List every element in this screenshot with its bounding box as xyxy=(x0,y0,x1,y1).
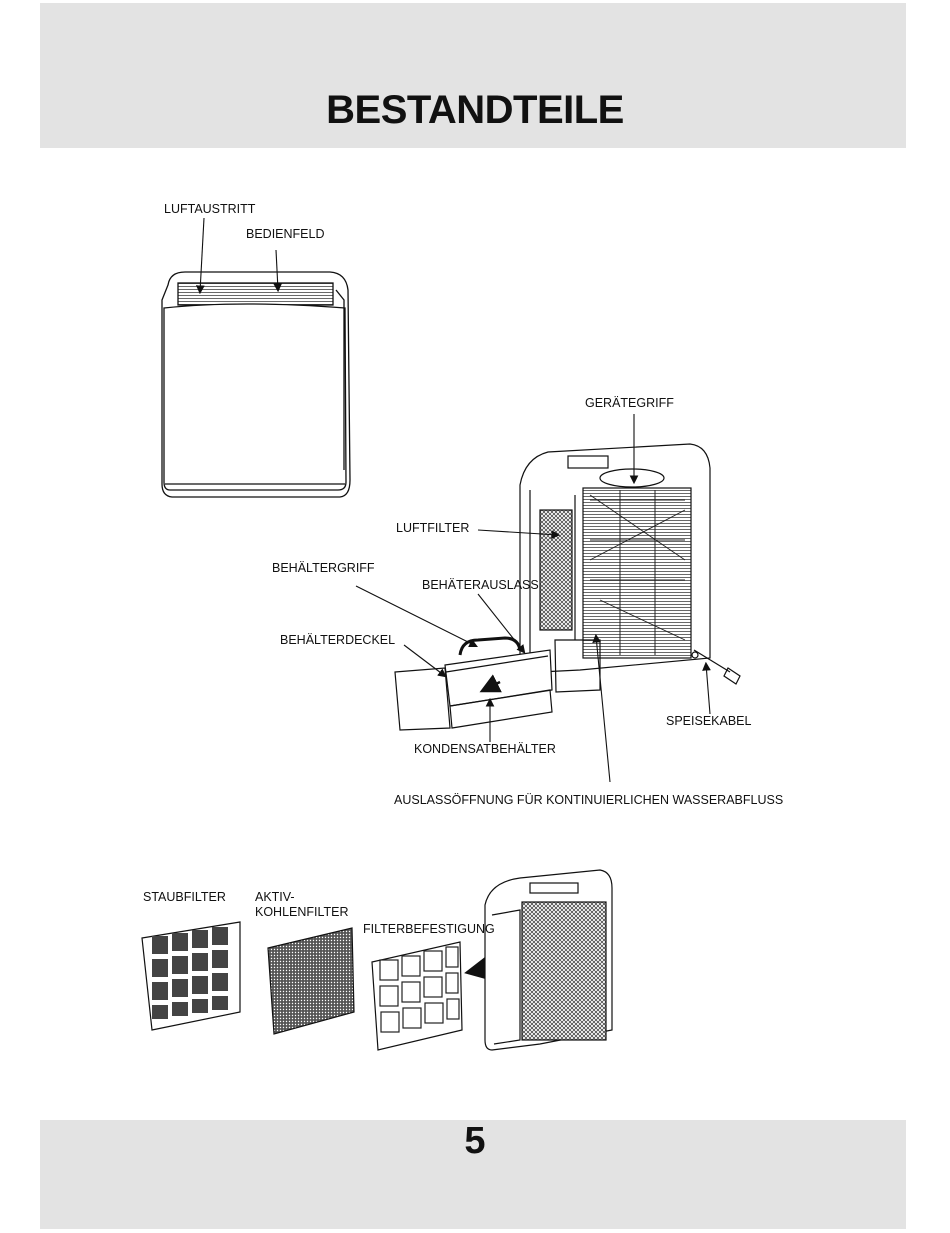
label-behaelterdeckel: BEHÄLTERDECKEL xyxy=(280,633,395,648)
rear-unit-drawing xyxy=(520,444,740,692)
label-speisekabel: SPEISEKABEL xyxy=(666,714,751,729)
label-luftfilter: LUFTFILTER xyxy=(396,521,469,536)
page-number: 5 xyxy=(0,1120,950,1163)
label-luftaustritt: LUFTAUSTRITT xyxy=(164,202,255,217)
front-unit-drawing xyxy=(162,272,350,497)
label-aktiv: AKTIV- xyxy=(255,890,295,905)
label-geraetegriff: GERÄTEGRIFF xyxy=(585,396,674,411)
label-behaeltergriff: BEHÄLTERGRIFF xyxy=(272,561,375,576)
label-staubfilter: STAUBFILTER xyxy=(143,890,226,905)
label-kondensatbehaelter: KONDENSATBEHÄLTER xyxy=(414,742,556,757)
label-filterbefestigung: FILTERBEFESTIGUNG xyxy=(363,922,495,937)
label-kohlenfilter: KOHLENFILTER xyxy=(255,905,349,920)
label-bedienfeld: BEDIENFELD xyxy=(246,227,325,242)
label-behaeterauslass: BEHÄTERAUSLASS xyxy=(422,578,539,593)
label-auslassoeffnung: AUSLASSÖFFNUNG FÜR KONTINUIERLICHEN WASS… xyxy=(394,793,783,808)
